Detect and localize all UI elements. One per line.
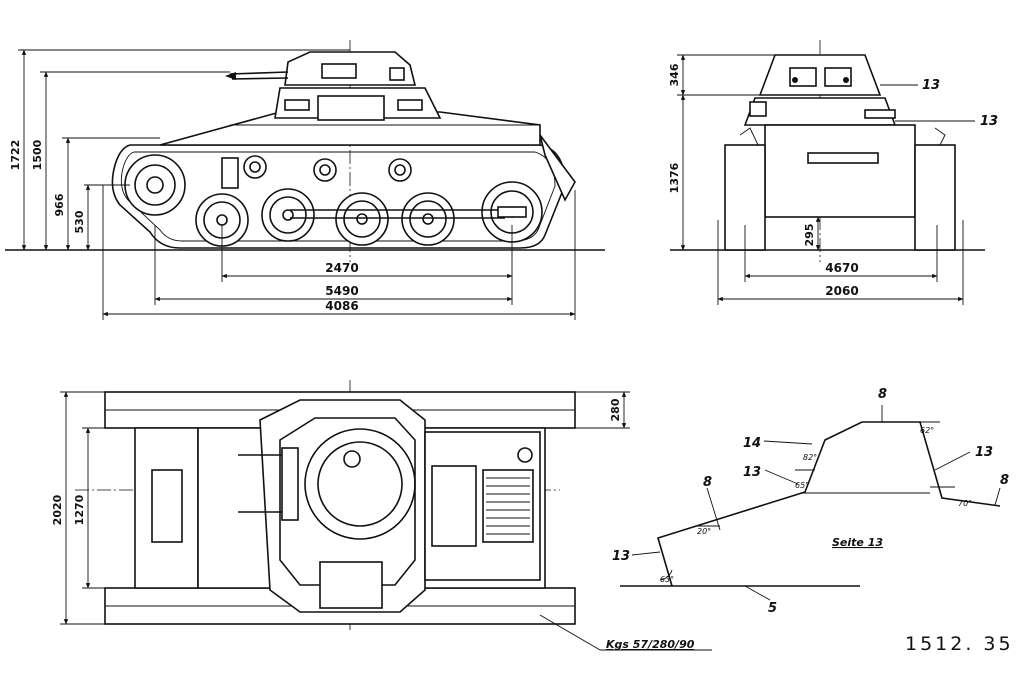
thickness-5-floor: 5 — [768, 601, 777, 616]
dim-280: 280 — [609, 398, 622, 421]
dim-1722: 1722 — [9, 140, 22, 171]
angle-70: 70° — [958, 499, 972, 508]
side-vertical-dimensions: 1722 1500 966 530 — [9, 49, 350, 251]
sheet-number: 1512. 35 — [905, 633, 1014, 655]
angle-62: 62° — [920, 426, 934, 435]
dim-1500: 1500 — [31, 139, 44, 170]
dim-1270: 1270 — [73, 494, 86, 525]
dim-2470: 2470 — [325, 261, 358, 275]
plate-label-turret: 13 — [922, 78, 940, 93]
dim-5490: 5490 — [325, 284, 358, 298]
thickness-8-glacis: 8 — [703, 475, 712, 490]
front-horizontal-dimensions: 4670 2060 — [717, 220, 964, 305]
thickness-13-upper: 13 — [743, 465, 761, 480]
front-view: 13 13 4670 2060 346 1376 295 — [668, 40, 998, 305]
front-vertical-dimensions: 346 1376 295 — [668, 54, 830, 251]
road-wheels — [195, 181, 543, 247]
top-view: 2020 1270 280 Kgs 57/280/90 — [51, 380, 712, 651]
engine-grille — [486, 477, 530, 535]
drawing-reference: Kgs 57/280/90 — [606, 638, 695, 651]
side-horizontal-dimensions: 2470 5490 4086 — [102, 185, 576, 320]
dim-2020: 2020 — [51, 494, 64, 525]
dim-4086: 4086 — [325, 299, 358, 313]
dim-1376: 1376 — [668, 162, 681, 193]
dim-966: 966 — [53, 193, 66, 216]
thickness-13-nose: 13 — [612, 549, 630, 564]
thickness-8-rear: 8 — [1000, 473, 1009, 488]
angle-65: 65° — [795, 481, 809, 490]
angle-63: 63° — [660, 575, 674, 584]
armor-section: 8 14 13 13 8 8 13 5 82° 65° 20° 63° 62° … — [612, 387, 1009, 616]
plate-label-hull: 13 — [980, 114, 998, 129]
thickness-13-rear: 13 — [975, 445, 993, 460]
angle-82: 82° — [803, 453, 817, 462]
thickness-14: 14 — [743, 436, 761, 451]
dim-2060: 2060 — [825, 284, 858, 298]
section-caption: Seite 13 — [832, 536, 883, 549]
dim-4670: 4670 — [825, 261, 858, 275]
dim-346: 346 — [668, 63, 681, 86]
thickness-top-8: 8 — [878, 387, 887, 402]
side-view: 2470 5490 4086 1722 1500 966 530 — [5, 40, 605, 320]
angle-20: 20° — [697, 527, 711, 536]
top-vertical-dimensions: 2020 1270 280 — [51, 391, 630, 625]
dim-530: 530 — [73, 210, 86, 233]
dim-295: 295 — [803, 224, 816, 247]
